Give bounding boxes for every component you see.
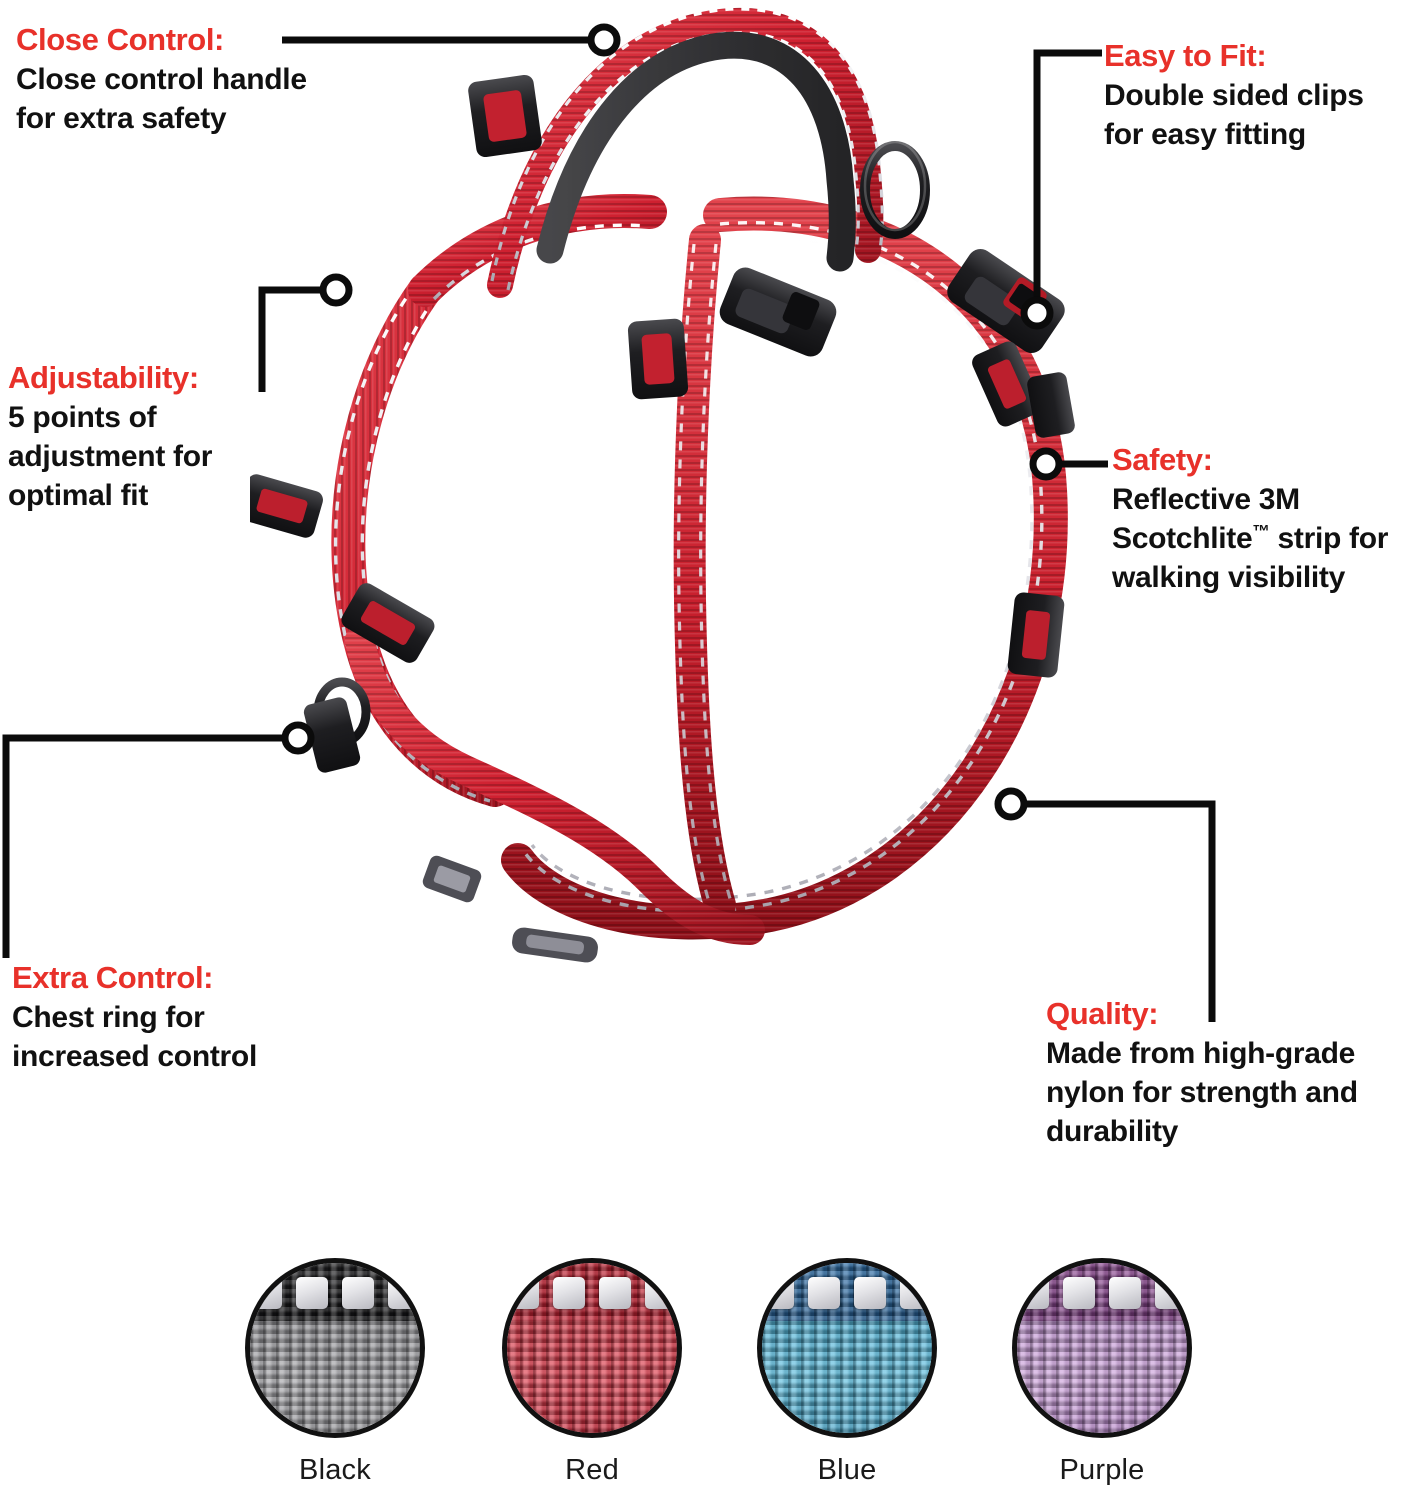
callout-body-line: Reflective 3M xyxy=(1112,483,1300,516)
adjustment-slider-6 xyxy=(1007,592,1065,678)
swatch-reflective-stitching xyxy=(1017,1276,1187,1309)
trademark-symbol: ™ xyxy=(1252,521,1270,541)
side-release-clip-front xyxy=(719,267,837,357)
callout-extra-control: Extra Control: Chest ring for increased … xyxy=(12,958,257,1076)
swatch-disc-red xyxy=(502,1258,682,1438)
d-ring xyxy=(860,140,930,239)
scotchlite-text: Scotchlite™ strip for xyxy=(1112,521,1389,555)
colour-swatch-red[interactable]: Red xyxy=(502,1258,682,1487)
colour-swatch-black[interactable]: Black xyxy=(245,1258,425,1487)
close-control-handle xyxy=(487,7,884,298)
harness-chest-strap xyxy=(673,224,736,921)
swatch-band-bottom xyxy=(507,1320,677,1433)
adjustment-slider-3 xyxy=(341,583,435,663)
colour-swatch-purple[interactable]: Purple xyxy=(1012,1258,1192,1487)
adjustment-slider-4 xyxy=(627,318,689,400)
swatch-disc-blue xyxy=(757,1258,937,1438)
callout-close-control: Close Control: Close control handle for … xyxy=(16,20,307,138)
callout-body-line: walking visibility xyxy=(1112,561,1346,594)
swatch-disc-purple xyxy=(1012,1258,1192,1438)
colour-options-row: Black Red Blue xyxy=(0,1258,1422,1500)
callout-easy-to-fit: Easy to Fit: Double sided clips for easy… xyxy=(1104,36,1364,154)
callout-body-line: optimal fit xyxy=(8,479,149,512)
swatch-band-bottom xyxy=(1017,1320,1187,1433)
swatch-disc-black xyxy=(245,1258,425,1438)
callout-title: Adjustability: xyxy=(8,360,199,395)
swatch-label: Black xyxy=(299,1454,371,1486)
strap-keeper-1 xyxy=(422,855,482,903)
swatch-label: Purple xyxy=(1059,1454,1145,1486)
product-image-harness xyxy=(239,0,1110,1010)
callout-body-line: Chest ring for xyxy=(12,1001,205,1034)
leader-extra-control xyxy=(2,734,282,958)
callout-body-line: Made from high-grade xyxy=(1046,1037,1356,1070)
swatch-reflective-stitching xyxy=(250,1276,420,1309)
adjustment-slider-7 xyxy=(1027,372,1075,438)
callout-title: Close Control: xyxy=(16,22,224,57)
swatch-reflective-stitching xyxy=(507,1276,677,1309)
harness-girth-strap xyxy=(501,196,1068,940)
adjustment-slider-1 xyxy=(468,74,542,158)
callout-title: Safety: xyxy=(1112,442,1213,477)
colour-swatch-blue[interactable]: Blue xyxy=(757,1258,937,1487)
callout-body-line: durability xyxy=(1046,1115,1179,1148)
callout-body-line: Double sided clips xyxy=(1104,79,1364,112)
callout-body-line: for extra safety xyxy=(16,102,227,135)
callout-body-line: nylon for strength and xyxy=(1046,1076,1358,1109)
adjustment-slider-5 xyxy=(972,341,1042,427)
callout-body-line: for easy fitting xyxy=(1104,118,1306,151)
strap-keeper-3 xyxy=(303,697,361,773)
callout-body-line-trademark: Scotchlite™ strip for xyxy=(1112,519,1388,558)
swatch-band-bottom xyxy=(762,1320,932,1433)
callout-body-line: adjustment for xyxy=(8,440,213,473)
callout-body-line: 5 points of xyxy=(8,401,157,434)
swatch-label: Blue xyxy=(817,1454,877,1486)
swatch-reflective-stitching xyxy=(762,1276,932,1309)
swatch-band-bottom xyxy=(250,1320,420,1433)
callout-safety: Safety: Reflective 3M Scotchlite™ strip … xyxy=(1112,440,1388,597)
adjustment-slider-2 xyxy=(239,474,323,538)
harness-belly-strap xyxy=(345,625,765,945)
swatch-label: Red xyxy=(565,1454,619,1486)
callout-body-line: increased control xyxy=(12,1040,257,1073)
strap-keeper-2 xyxy=(512,927,598,963)
callout-adjustability: Adjustability: 5 points of adjustment fo… xyxy=(8,358,212,515)
callout-quality: Quality: Made from high-grade nylon for … xyxy=(1046,994,1358,1151)
callout-title: Quality: xyxy=(1046,996,1159,1031)
callout-body-line: Close control handle xyxy=(16,63,307,96)
callout-title: Extra Control: xyxy=(12,960,214,995)
callout-title: Easy to Fit: xyxy=(1104,38,1267,73)
